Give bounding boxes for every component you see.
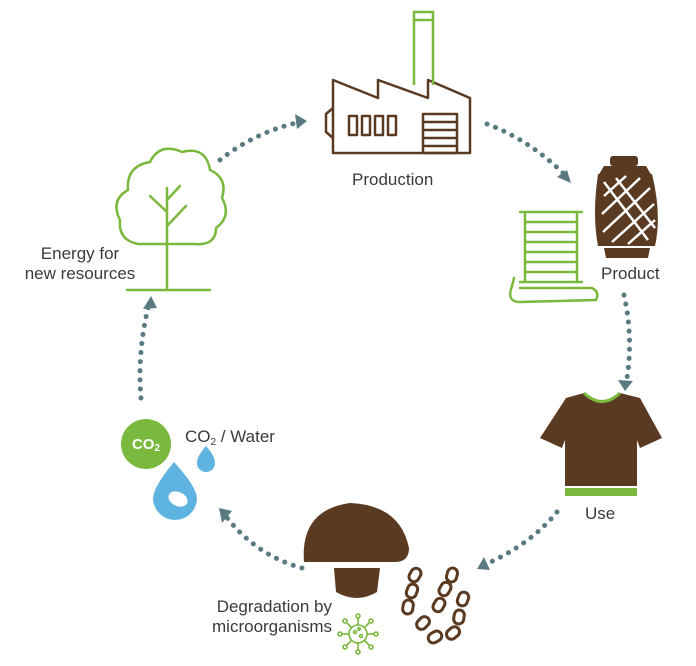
degradation-label-line2: microorganisms xyxy=(212,617,332,636)
co2-water-label: CO2 / Water xyxy=(185,427,275,450)
energy-label-line2: new resources xyxy=(24,264,136,283)
co2-water-label-main: CO xyxy=(185,427,211,446)
energy-label: Energy for new resources xyxy=(10,244,150,284)
mushroom-icon xyxy=(303,503,409,598)
use-label: Use xyxy=(585,504,616,523)
degradation-label-line1: Degradation by xyxy=(216,597,332,616)
thread-bobbin-icon xyxy=(509,210,599,304)
product-label: Product xyxy=(601,264,660,283)
chimney-icon xyxy=(412,10,435,85)
microorganism-icon xyxy=(337,613,379,655)
cycle-arrowheads xyxy=(143,114,633,570)
tree-icon xyxy=(115,147,228,292)
yarn-spool-icon xyxy=(595,156,658,258)
water-drop-icon xyxy=(153,446,215,520)
tshirt-icon xyxy=(540,391,662,496)
bacteria-chain-icon xyxy=(401,566,471,645)
degradation-label: Degradation by microorganisms xyxy=(180,597,332,637)
cycle-arrow-icon xyxy=(137,119,633,571)
energy-label-line1: Energy for xyxy=(40,244,120,263)
co2-water-label-sub: 2 xyxy=(210,437,217,448)
factory-icon xyxy=(324,78,472,155)
production-label: Production xyxy=(352,170,434,189)
co2-water-label-rest: / Water xyxy=(220,427,275,446)
